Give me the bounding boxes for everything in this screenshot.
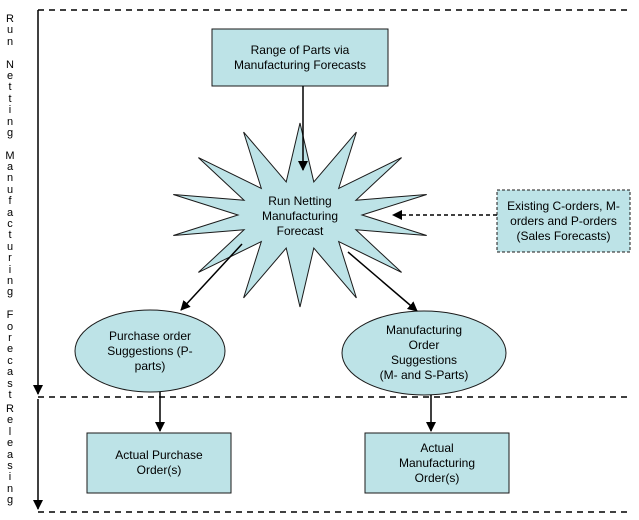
netting-phase-char: r [8,252,12,265]
netting-phase-char: F [6,309,14,322]
netting-phase-char: n [6,115,14,128]
netting-phase-char: t [8,81,12,94]
netting-phase-char: n [6,274,14,287]
netting-phase-char: t [8,229,12,242]
releasing-phase-char: e [6,437,14,450]
releasing-phase-char: a [6,448,14,461]
netting-phase-char: a [6,206,14,219]
netting-phase-char: t [8,92,12,105]
releasing-phase-char: g [6,494,14,507]
netting-phase-char [8,48,11,59]
netting-phase-char [8,139,11,150]
netting-phase-char: u [6,240,14,253]
range-of-parts-box [211,28,389,87]
netting-phase-char: g [6,286,14,299]
netting-phase-char: r [8,331,12,344]
releasing-phase-char: R [6,403,14,415]
releasing-phase-char: l [8,425,12,438]
existing-orders-text: Existing C-orders, M-orders and P-orders… [507,198,620,243]
netting-phase-char: g [6,126,14,139]
arrow-netting-to-purchase [180,243,243,311]
netting-phase-char: N [6,58,14,71]
netting-phase-char: u [6,183,14,196]
actual-purchase-box [86,432,232,494]
actual-manufacturing-box [364,432,510,494]
arrow-netting-to-manufacturing [347,251,418,312]
netting-phase-char: s [7,377,13,390]
netting-phase-char: c [7,218,13,231]
netting-phase-char: o [6,320,14,333]
netting-phase-char: i [8,263,12,276]
netting-phase-char: n [6,35,14,48]
netting-phase-char: R [6,13,14,25]
netting-phase-char: a [6,161,14,174]
netting-phase-char: M [5,149,15,162]
netting-phase-char: n [6,172,14,185]
run-netting-starburst [173,122,427,308]
netting-phase-char: u [6,24,14,37]
netting-phase-char: f [8,195,12,208]
manufacturing-suggestions-ellipse [341,310,507,396]
releasing-phase-char: n [6,482,14,495]
releasing-phase-char: s [7,459,13,472]
netting-phase-char: c [7,354,13,367]
netting-phase-char: a [6,366,14,379]
releasing-phase-char: e [6,414,14,427]
purchase-suggestions-ellipse [74,309,226,393]
existing-orders-box [496,189,631,253]
releasing-phase-char: i [8,471,12,484]
netting-phase-char: e [6,343,14,356]
netting-phase-char: e [6,69,14,82]
netting-phase-char: t [8,388,12,401]
netting-phase-char: i [8,104,12,117]
